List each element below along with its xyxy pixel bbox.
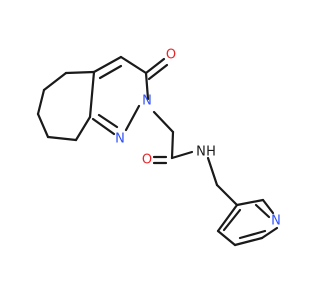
bond	[170, 130, 175, 160]
bond	[238, 229, 267, 240]
bond	[147, 63, 169, 81]
bond	[92, 55, 123, 74]
bond	[261, 198, 275, 215]
bond	[170, 150, 194, 160]
oxygen-atom-label: O	[166, 48, 176, 63]
bond	[144, 57, 166, 75]
bond	[222, 208, 242, 232]
bond	[74, 115, 92, 142]
bond	[46, 135, 78, 142]
bond	[206, 156, 219, 187]
nitrogen-atom-label: N	[115, 132, 125, 147]
bond	[260, 226, 279, 240]
atom-labels: O N N O N H N	[115, 48, 281, 229]
bond	[97, 113, 119, 129]
bond	[124, 104, 141, 132]
bond	[119, 55, 148, 75]
bond	[233, 236, 264, 247]
nitrogen-atom-label: N	[271, 214, 281, 229]
nitrogen-atom-label: N	[196, 145, 206, 160]
bonds	[36, 55, 279, 247]
bond	[88, 70, 96, 119]
bond	[36, 88, 46, 116]
bond	[91, 117, 116, 136]
bond	[215, 183, 239, 207]
nitrogen-atom-label: N	[142, 94, 152, 109]
molecule-diagram: O N N O N H N	[36, 48, 281, 247]
bond	[152, 110, 175, 134]
bond	[98, 64, 123, 80]
bond	[254, 203, 271, 219]
bond	[216, 203, 239, 233]
hydrogen-atom-label: H	[206, 145, 216, 160]
oxygen-atom-label: O	[142, 153, 152, 168]
bond	[64, 70, 96, 75]
bond	[144, 71, 150, 101]
bond	[42, 71, 68, 92]
bond	[36, 112, 50, 139]
bond	[235, 198, 265, 207]
bond	[216, 229, 237, 247]
